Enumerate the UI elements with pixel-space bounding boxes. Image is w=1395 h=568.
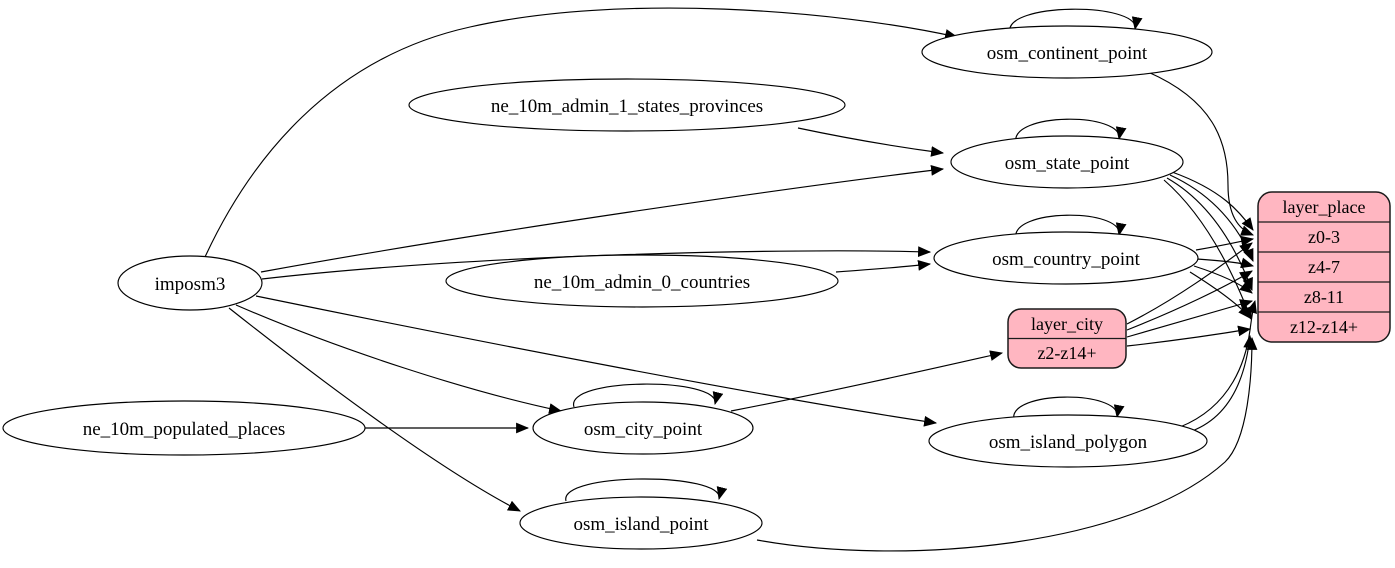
- node-osm_island_polygon-label: osm_island_polygon: [989, 432, 1148, 453]
- edge-layer_city-layer_place-z0-3: [1126, 242, 1253, 325]
- self-loop-osm_city_point: [573, 383, 724, 408]
- edge-imposm3-osm_island_polygon: [255, 295, 938, 427]
- edge-imposm3-osm_city_point: [235, 304, 563, 414]
- node-ne_10m_admin_1_states_provinces-label: ne_10m_admin_1_states_provinces: [491, 96, 763, 117]
- node-ne_10m_admin_1_states_provinces: ne_10m_admin_1_states_provinces: [408, 78, 846, 132]
- node-osm_island_point: osm_island_point: [519, 496, 763, 550]
- node-layer_place-row-z0-3: z0-3: [1308, 227, 1340, 247]
- edge-imposm3-osm_continent_point: [204, 7, 959, 258]
- node-ne_10m_admin_0_countries: ne_10m_admin_0_countries: [445, 254, 839, 308]
- edge-ne_10m_admin_0_countries-osm_country_point: [835, 260, 932, 273]
- node-imposm3: imposm3: [117, 255, 263, 311]
- edge-imposm3-osm_island_point: [228, 307, 521, 512]
- node-imposm3-label: imposm3: [155, 274, 226, 295]
- edge-imposm3-osm_state_point: [260, 165, 945, 273]
- node-layer_place-row-z12-z14: z12-z14+: [1290, 317, 1358, 337]
- self-loop-osm_state_point: [1015, 118, 1127, 144]
- node-osm_city_point: osm_city_point: [532, 401, 754, 455]
- node-layer_city-header: layer_city: [1031, 314, 1103, 334]
- node-osm_state_point: osm_state_point: [950, 135, 1184, 189]
- node-osm_continent_point: osm_continent_point: [921, 25, 1213, 79]
- node-layer_place-row-z8-11: z8-11: [1304, 287, 1344, 307]
- edge-osm_island_polygon-layer_place-z8-11: [1179, 299, 1257, 428]
- edge-layer_city-layer_place-z8-11: [1126, 299, 1254, 338]
- edges-group: [204, 7, 1258, 552]
- edge-osm_state_point-layer_place-z0-3: [1171, 171, 1254, 231]
- edge-osm_country_point-layer_place-z4-7: [1196, 257, 1255, 269]
- node-layer_city-row-z2-z14: z2-z14+: [1037, 343, 1096, 363]
- node-layer_place-header: layer_place: [1283, 197, 1366, 217]
- edge-osm_island_point-layer_place-z12-z14: [756, 336, 1258, 552]
- edge-layer_city-layer_place-z12-z14: [1126, 325, 1252, 347]
- node-ne_10m_populated_places: ne_10m_populated_places: [2, 400, 366, 456]
- node-layer_place: layer_place z0-3 z4-7 z8-11 z12-z14+: [1257, 191, 1391, 343]
- node-osm_state_point-label: osm_state_point: [1005, 153, 1130, 174]
- self-loop-osm_island_polygon: [1013, 396, 1125, 421]
- node-osm_country_point: osm_country_point: [933, 231, 1199, 285]
- node-osm_island_point-label: osm_island_point: [573, 514, 709, 535]
- edge-ne_10m_admin_1_states_provinces-osm_state_point: [797, 127, 945, 157]
- edge-osm_country_point-layer_place-z0-3: [1195, 235, 1255, 251]
- node-layer_place-row-z4-7: z4-7: [1308, 257, 1340, 277]
- edge-osm_continent_point-layer_place-z0-3: [1147, 71, 1255, 236]
- node-osm_city_point-label: osm_city_point: [584, 419, 703, 440]
- self-loop-osm_continent_point: [1009, 8, 1143, 34]
- node-layer_city: layer_city z2-z14+: [1007, 308, 1127, 369]
- node-osm_country_point-label: osm_country_point: [992, 249, 1140, 270]
- edge-osm_city_point-layer_city-z2-z14: [730, 350, 1004, 412]
- edge-osm_country_point-layer_place-z8-11: [1193, 265, 1253, 294]
- edge-osm_island_polygon-layer_place-z12-z14: [1191, 334, 1255, 432]
- self-loop-osm_country_point: [1015, 214, 1127, 240]
- edge-osm_country_point-layer_place-z12-z14: [1189, 271, 1251, 319]
- node-ne_10m_admin_0_countries-label: ne_10m_admin_0_countries: [534, 272, 750, 293]
- edge-layer_city-layer_place-z4-7: [1126, 270, 1253, 331]
- node-osm_continent_point-label: osm_continent_point: [987, 43, 1148, 64]
- self-loop-osm_island_point: [565, 478, 728, 502]
- node-osm_island_polygon: osm_island_polygon: [928, 414, 1208, 468]
- node-ne_10m_populated_places-label: ne_10m_populated_places: [83, 419, 286, 440]
